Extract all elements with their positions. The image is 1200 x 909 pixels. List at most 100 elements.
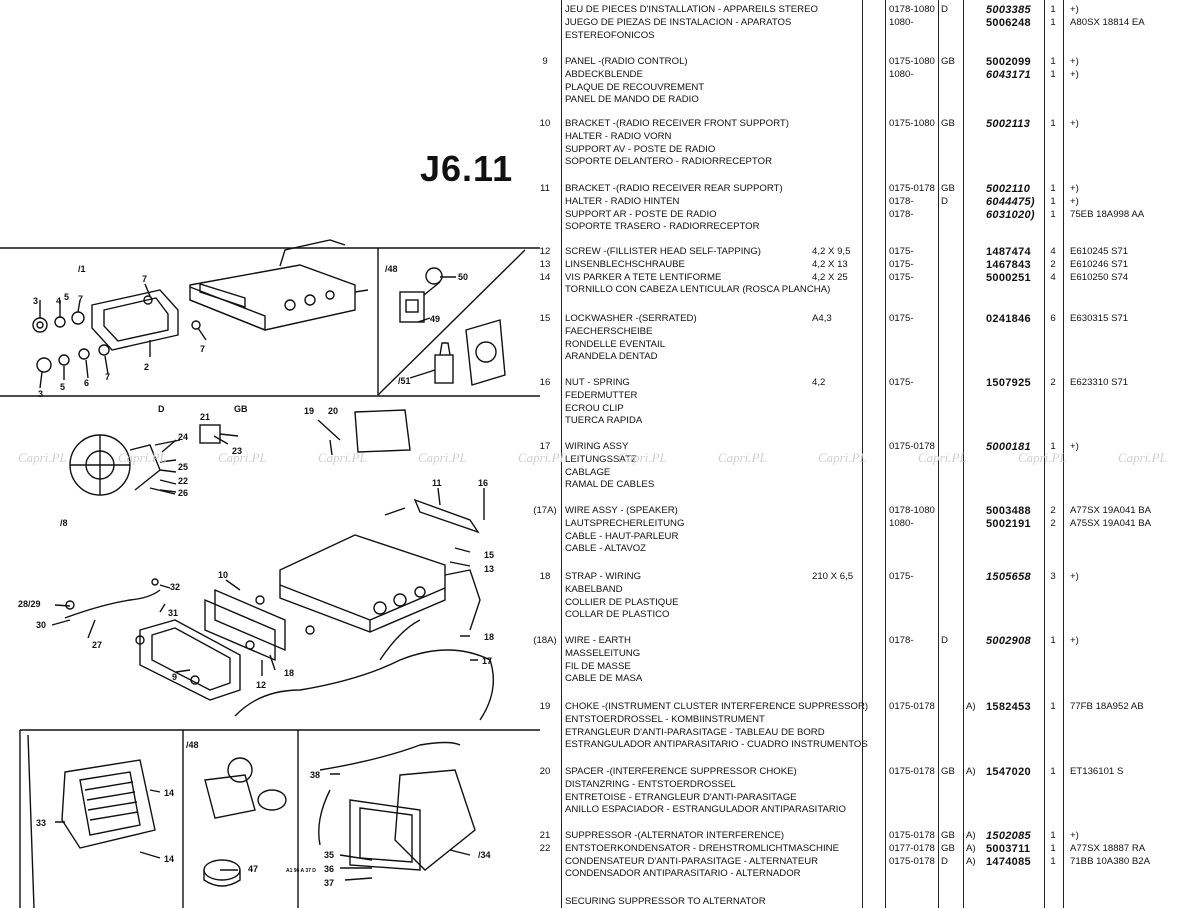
radio-receiver-assembly: [189, 239, 369, 332]
part-note-line: A): [966, 830, 976, 841]
part-size-line: 210 X 6,5: [812, 571, 854, 582]
callout: 3: [38, 389, 43, 399]
callout: 35: [324, 850, 334, 860]
callout: 4: [56, 296, 61, 306]
callout: 38: [310, 770, 320, 780]
callout: 20: [328, 406, 338, 416]
callout: 21: [200, 412, 210, 422]
exploded-diagram: /1 /48 /51 /8 /48 /34 D GB 3 4 5 7 7 7 2…: [0, 239, 540, 908]
part-description-line: SUPPORT AV - POSTE DE RADIO: [565, 143, 716, 155]
part-description-line: CONDENSATEUR D'ANTI-PARASITAGE - ALTERNA…: [565, 855, 819, 867]
part-number-line: 1547020: [986, 766, 1031, 778]
part-market-line: GB: [941, 183, 955, 194]
callout: 9: [172, 672, 177, 682]
part-ref-line: 15: [539, 313, 551, 324]
part-description: JEU DE PIECES D'INSTALLATION - APPAREILS…: [565, 4, 818, 42]
part-description-line: ARANDELA DENTAD: [565, 351, 658, 363]
part-description-line: CABLE - ALTAVOZ: [565, 543, 647, 555]
part-number-line: 1505658: [986, 571, 1031, 583]
aux-switch-assembly: [399, 267, 443, 323]
part-market-line: GB: [941, 56, 955, 67]
part-description-line: ENTRETOISE - ETRANGLEUR D'ANTI-PARASITAG…: [565, 791, 797, 803]
watermark-text: Capri.PL: [718, 450, 767, 465]
part-description-line: JEU DE PIECES D'INSTALLATION - APPAREILS…: [565, 4, 818, 15]
part-range: 0175-1080: [889, 118, 941, 131]
part-market-line: GB: [941, 830, 955, 841]
part-description-line: WIRE - EARTH: [565, 635, 631, 646]
part-description: WIRE ASSY - (SPEAKER)LAUTSPRECHERLEITUNG…: [565, 505, 810, 556]
part-remark-line: +): [1070, 56, 1079, 67]
watermark-text: Capri.PL: [118, 450, 167, 465]
part-description-line: SPACER -(INTERFERENCE SUPPRESSOR CHOKE): [565, 766, 797, 777]
part-remark-line: E623310 S71: [1070, 377, 1129, 388]
part-quantity-line: 1: [1050, 183, 1056, 194]
part-description-line: VIS PARKER A TETE LENTIFORME: [565, 271, 722, 283]
part-range-line: 0175-0178: [889, 855, 935, 867]
callout: 3: [33, 296, 38, 306]
part-ref: 15: [528, 313, 562, 326]
callout: 10: [218, 570, 228, 580]
callout: 5: [64, 292, 69, 302]
part-remark-line: +): [1070, 635, 1079, 646]
callout: 23: [232, 446, 242, 456]
part-ref-line: 22: [539, 842, 551, 854]
part-remark: +)A80SX 18814 EA: [1070, 4, 1200, 30]
part-description-line: FIL DE MASSE: [565, 660, 631, 672]
part-number-line: 6044475): [986, 195, 1035, 208]
part-range-line: 0175-1080: [889, 56, 935, 67]
watermark-text: Capri.PL: [818, 450, 867, 465]
part-range-line: 0175-0178: [889, 766, 935, 777]
part-description-line: PANEL -(RADIO CONTROL): [565, 56, 688, 67]
part-description-line: PANEL DE MANDO DE RADIO: [565, 94, 699, 106]
part-quantity-line: 1: [1050, 635, 1056, 646]
part-remark: 77FB 18A952 AB: [1070, 701, 1200, 714]
part-ref: 11: [528, 183, 562, 196]
part-range: 0178-: [889, 635, 941, 648]
label-section-51: /51: [398, 376, 411, 386]
part-ref-line: 20: [539, 766, 551, 777]
part-description-line: CABLE DE MASA: [565, 673, 643, 685]
rear-bracket: [384, 498, 480, 534]
callout: 15: [484, 550, 494, 560]
part-range-line: 0175-0178: [889, 830, 935, 841]
part-description-line: CABLAGE: [565, 466, 611, 478]
part-quantity-line: 1: [1050, 56, 1056, 67]
callout: 50: [458, 272, 468, 282]
part-description-line: LAUTSPRECHERLEITUNG: [565, 517, 685, 529]
part-range: 0175-0178: [889, 441, 941, 454]
part-number: 1547020: [986, 766, 1044, 779]
watermark-text: Capri.PL: [1018, 450, 1067, 465]
part-market-line: GB: [941, 766, 955, 777]
part-ref-line: 18: [539, 571, 551, 582]
watermark-text: Capri.PL: [418, 450, 467, 465]
part-remark-line: A75SX 19A041 BA: [1070, 517, 1152, 529]
part-ref: 20: [528, 766, 562, 779]
part-note: A): [966, 766, 984, 779]
part-ref-line: 17: [539, 441, 551, 452]
part-number-line: 1582453: [986, 701, 1031, 713]
part-remark-line: +): [1070, 830, 1079, 841]
tiny-note: A1 96 A 37 D: [286, 868, 316, 874]
part-description-line: ESTRANGULADOR ANTIPARASITARIO - CUADRO I…: [565, 739, 868, 751]
callout: 7: [200, 344, 205, 354]
part-range-line: 0175-0178: [889, 701, 935, 712]
callout: 36: [324, 864, 334, 874]
part-range-line: 1080-: [889, 68, 914, 80]
part-market-line: D: [941, 195, 948, 207]
part-size-line: 4,2 X 9,5: [812, 246, 851, 257]
part-quantity-line: 4: [1050, 246, 1056, 257]
part-remark-line: E610250 S74: [1070, 271, 1129, 283]
part-ref: 9: [528, 56, 562, 69]
part-remark-line: E610245 S71: [1070, 246, 1129, 257]
part-number-line: 1502085: [986, 830, 1031, 842]
part-market: D: [941, 4, 965, 17]
part-description-line: SUPPRESSOR -(ALTERNATOR INTERFERENCE): [565, 830, 785, 841]
